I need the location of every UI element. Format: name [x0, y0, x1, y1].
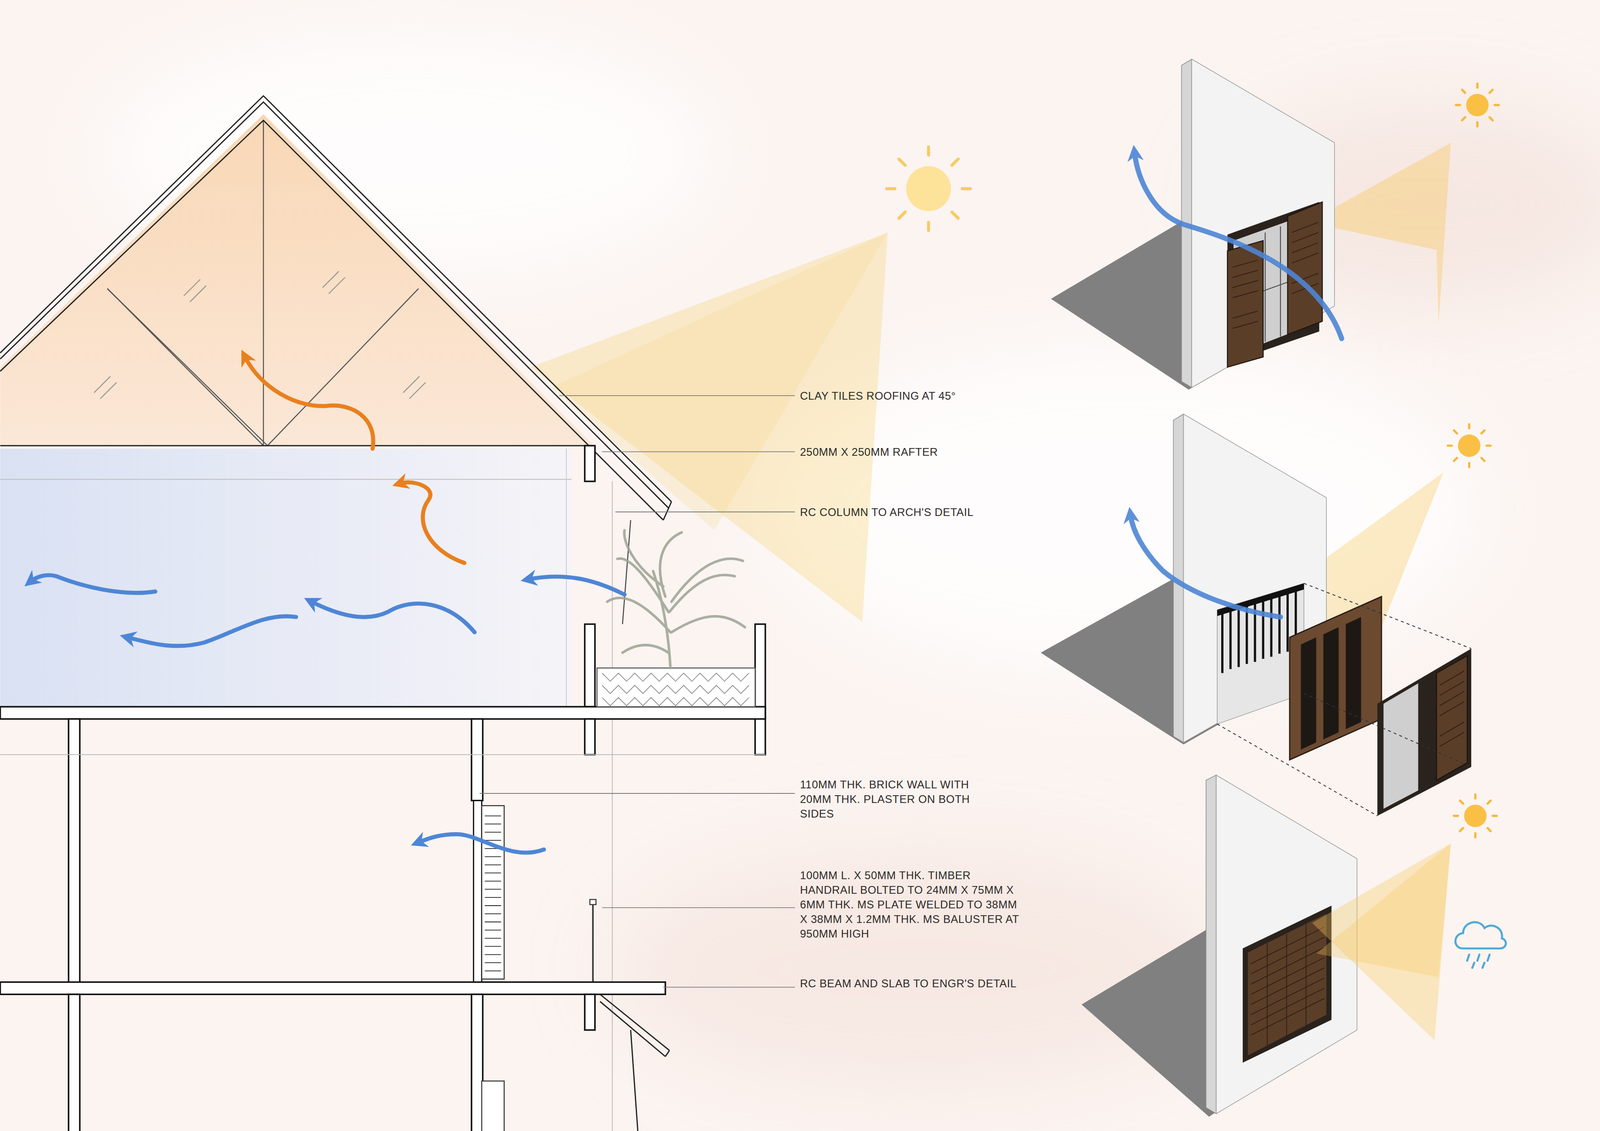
annotation-label: 250MM X 250MM RAFTER [800, 444, 1038, 460]
annotation-label: 110MM THK. BRICK WALL WITH 20MM THK. PLA… [800, 777, 983, 822]
annotation-label: RC BEAM AND SLAB TO ENGR'S DETAIL [800, 976, 1020, 992]
annotation-label: 100MM L. X 50MM THK. TIMBER HANDRAIL BOL… [800, 868, 1020, 942]
annotation-label: CLAY TILES ROOFING AT 45° [800, 388, 1038, 404]
annotation-label: RC COLUMN TO ARCH'S DETAIL [800, 505, 1038, 520]
